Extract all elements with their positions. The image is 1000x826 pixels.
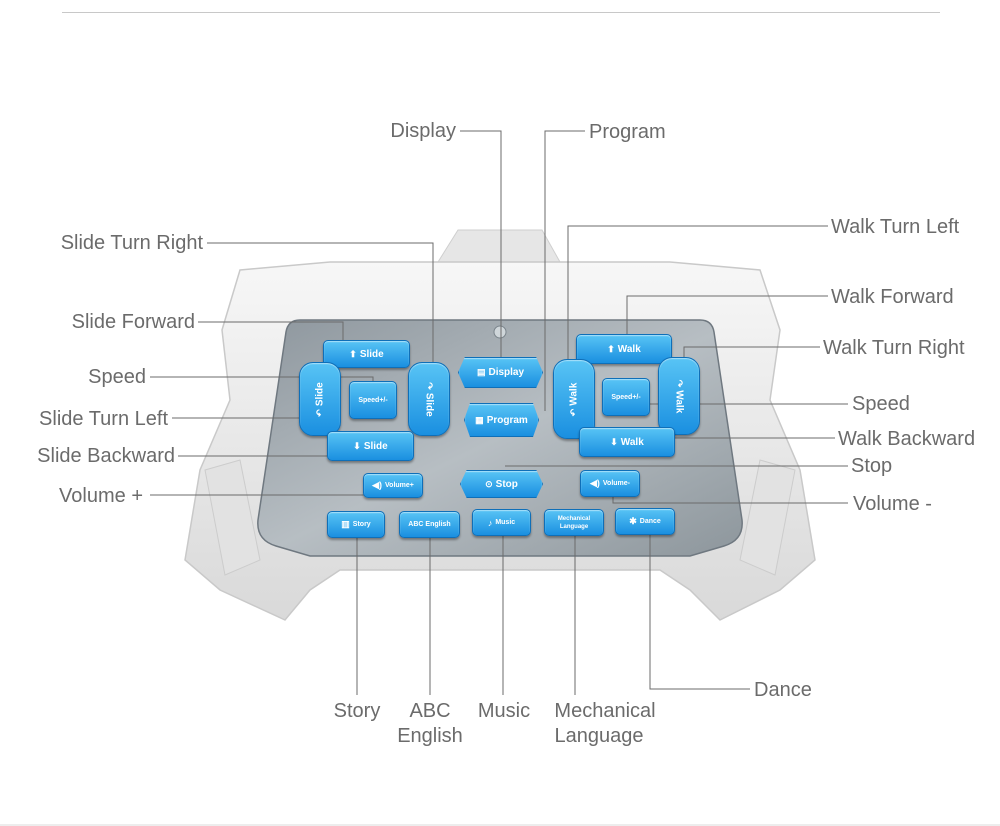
top-tab (437, 229, 561, 263)
label-dance: Dance (754, 679, 812, 701)
leader-slide-turn-right (207, 242, 434, 375)
dancer-icon: ✱ (629, 516, 637, 526)
label-walk-turn-left: Walk Turn Left (831, 216, 960, 238)
label-mechanical-line1: Mechanical (554, 700, 656, 722)
right-grip (739, 459, 796, 576)
volume-minus-button[interactable]: ◀)Volume- (580, 470, 640, 497)
label-volume-plus: Volume + (59, 485, 143, 507)
turn-right-icon: ↷ (674, 379, 685, 387)
label-walk-forward: Walk Forward (831, 286, 954, 308)
bottom-divider (0, 824, 1000, 826)
label-mechanical-line2: Language (554, 725, 644, 747)
label-abc-line2: English (397, 725, 463, 747)
leader-slide-forward (198, 321, 344, 342)
abc-english-button[interactable]: ABC English (399, 511, 460, 538)
speed-left-button[interactable]: Speed+/- (349, 381, 397, 419)
music-note-icon: ♪ (487, 517, 493, 528)
book-icon: ▥ (341, 519, 350, 529)
slide-turn-right-button[interactable]: ↷Slide (408, 362, 450, 436)
speaker-icon: ◀) (372, 480, 383, 490)
walk-turn-right-button[interactable]: ↷Walk (658, 357, 700, 435)
turn-left-icon: ↶ (314, 408, 325, 417)
music-button[interactable]: ♪Music (472, 509, 531, 536)
label-slide-forward: Slide Forward (71, 311, 195, 333)
label-story: Story (333, 700, 381, 722)
leader-program (544, 130, 585, 411)
chip-icon: ▦ (475, 414, 484, 425)
arrow-up-icon: ⬆ (349, 348, 357, 359)
label-speed-left: Speed (88, 366, 146, 388)
volume-plus-button[interactable]: ◀)Volume+ (363, 473, 423, 498)
speaker-icon: ◀) (589, 478, 600, 488)
speed-right-button[interactable]: Speed+/- (602, 378, 650, 416)
walk-forward-button[interactable]: ⬆Walk (576, 334, 672, 364)
slide-forward-button[interactable]: ⬆Slide (323, 340, 410, 368)
arrow-down-icon: ⬇ (353, 440, 361, 451)
label-abc-line1: ABC (409, 700, 451, 722)
program-button[interactable]: ▦Program (464, 403, 539, 437)
arrow-down-icon: ⬇ (610, 436, 618, 447)
slide-backward-button[interactable]: ⬇Slide (327, 431, 414, 461)
indicator-led (493, 325, 507, 339)
label-slide-turn-left: Slide Turn Left (39, 408, 168, 430)
label-stop: Stop (851, 455, 893, 477)
label-walk-backward: Walk Backward (838, 428, 976, 450)
leader-walk-forward (626, 295, 828, 342)
label-speed-right: Speed (852, 393, 910, 415)
arrow-up-icon: ⬆ (607, 343, 615, 354)
label-program: Program (589, 121, 666, 143)
walk-backward-button[interactable]: ⬇Walk (579, 427, 675, 457)
walk-turn-left-button[interactable]: ↶Walk (553, 359, 595, 439)
leader-dance (649, 522, 750, 690)
label-music: Music (477, 700, 531, 722)
display-button[interactable]: ▤Display (458, 357, 543, 388)
stop-button[interactable]: ⊙Stop (460, 470, 543, 498)
dance-button[interactable]: ✱Dance (615, 508, 675, 535)
label-walk-turn-right: Walk Turn Right (823, 337, 965, 359)
slide-turn-left-button[interactable]: ↶Slide (299, 362, 341, 436)
turn-left-icon: ↶ (568, 408, 579, 416)
story-button[interactable]: ▥Story (327, 511, 385, 538)
label-display: Display (390, 120, 456, 142)
label-slide-backward: Slide Backward (37, 445, 175, 467)
stop-icon: ⊙ (485, 478, 493, 489)
label-slide-turn-right: Slide Turn Right (60, 232, 203, 254)
leader-walk-turn-left (567, 225, 828, 376)
leader-display (460, 130, 502, 362)
turn-right-icon: ↷ (424, 381, 435, 390)
label-volume-minus: Volume - (853, 493, 932, 515)
display-icon: ▤ (476, 367, 486, 377)
left-grip (204, 459, 261, 576)
top-divider (62, 12, 940, 13)
mechanical-language-button[interactable]: Mechanical Language (544, 509, 604, 536)
